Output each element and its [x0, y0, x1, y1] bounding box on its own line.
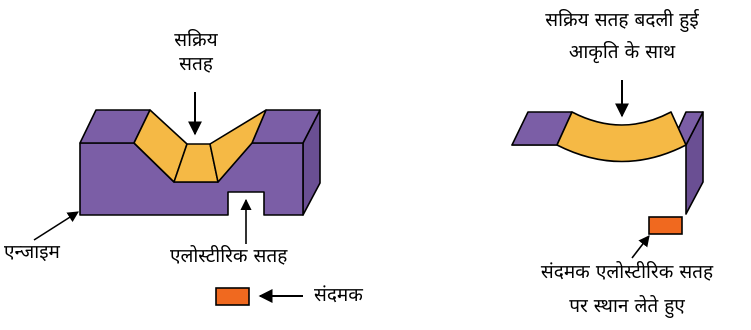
allosteric-site-label: एलोस्टीरिक सतह: [170, 245, 288, 267]
enzyme-right: [511, 111, 704, 215]
active-site-label-line1: सक्रिय: [174, 29, 218, 51]
regulator-block: [215, 287, 250, 306]
active-site-label: सक्रिय सतह: [160, 28, 232, 76]
regulator-bound-block: [648, 216, 683, 235]
regulator-bound-arrow: [631, 235, 650, 259]
active-site-right-wall: [209, 109, 267, 183]
active-site-label-line2: सतह: [179, 53, 213, 75]
regulator-label: संदमक: [314, 284, 363, 306]
changed-site-label: सक्रिय सतह बदली हुई आकृति के साथ: [502, 8, 742, 64]
changed-site-label-line2: आकृति के साथ: [568, 41, 676, 63]
changed-site-label-line1: सक्रिय सतह बदली हुई: [545, 9, 699, 31]
active-site-changed: [556, 111, 687, 163]
enzyme-label: एन्जाइम: [4, 241, 60, 263]
enzyme-left: [79, 109, 321, 216]
enzyme-arrow: [33, 211, 79, 241]
regulator-bound-label-line1: संदमक एलोस्टीरिक सतह: [540, 261, 714, 283]
regulator-bound-label-line2: पर स्थान लेते हुए: [569, 295, 685, 317]
regulator-bound-label: संदमक एलोस्टीरिक सतह पर स्थान लेते हुए: [508, 260, 746, 318]
